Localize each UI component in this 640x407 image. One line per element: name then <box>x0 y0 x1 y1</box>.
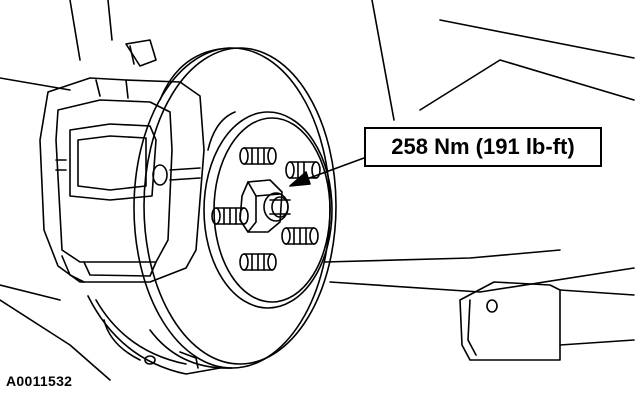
hub-nut <box>240 180 290 232</box>
frame-bracket <box>460 282 634 360</box>
wheel-studs <box>212 148 320 270</box>
figure-reference-id: A0011532 <box>6 373 73 389</box>
dust-shield <box>88 296 220 374</box>
wheel-stud <box>240 148 276 164</box>
brake-caliper <box>40 40 204 282</box>
torque-specification: 258 Nm (191 lb-ft) <box>391 134 575 159</box>
torque-callout-box: 258 Nm (191 lb-ft) <box>364 127 602 167</box>
wheel-stud <box>282 228 318 244</box>
wheel-stud <box>212 208 248 224</box>
background-structure <box>0 0 634 380</box>
wheel-stud <box>240 254 276 270</box>
callout-leader-arrow <box>290 158 364 186</box>
